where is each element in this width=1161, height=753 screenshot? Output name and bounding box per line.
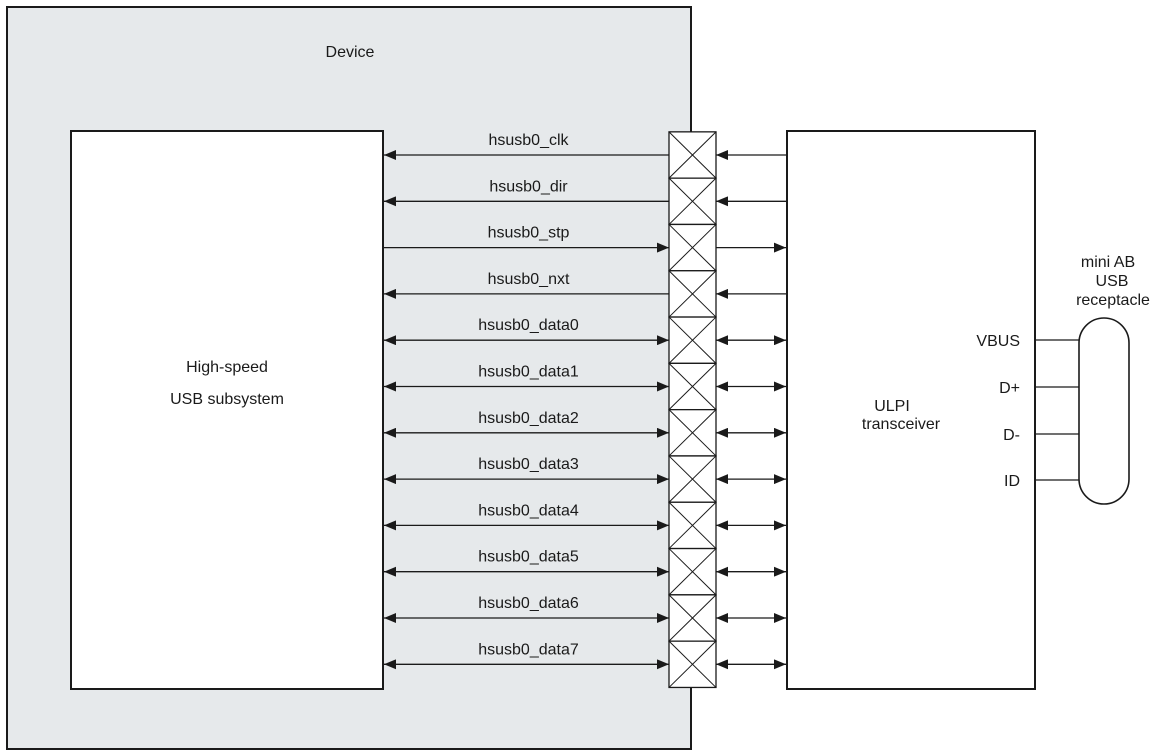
mini-ab-receptacle — [1078, 317, 1130, 505]
pad-cross — [668, 131, 717, 179]
usb-subsystem-box — [70, 130, 384, 690]
pad-cross — [668, 409, 717, 457]
signal-label: hsusb0_clk — [488, 132, 569, 149]
signal-label: hsusb0_nxt — [488, 271, 570, 288]
signal-label: hsusb0_dir — [489, 178, 568, 195]
pad-cross — [668, 362, 717, 411]
pin-label-dplus: D+ — [999, 380, 1020, 397]
signal-label: hsusb0_data3 — [478, 456, 579, 473]
signal-label: hsusb0_data6 — [478, 595, 579, 612]
signal-label: hsusb0_data5 — [478, 549, 579, 566]
receptacle-label-line1: mini AB — [1081, 254, 1135, 271]
ulpi-transceiver-box — [786, 130, 1036, 690]
signal-label: hsusb0_data7 — [478, 641, 579, 658]
usb-subsystem-label-line1: High-speed — [186, 359, 268, 376]
receptacle-label-line2: USB — [1096, 273, 1129, 290]
signal-label: hsusb0_data0 — [478, 317, 579, 334]
pin-label-id: ID — [1004, 473, 1020, 490]
signal-label: hsusb0_data2 — [478, 410, 579, 427]
pad-cross — [668, 594, 717, 642]
pin-label-vbus: VBUS — [976, 333, 1020, 350]
pad-cross — [668, 270, 717, 318]
ulpi-transceiver-label-line1: ULPI — [874, 398, 910, 415]
ulpi-transceiver-label-line2: transceiver — [862, 416, 941, 433]
signal-label: hsusb0_data4 — [478, 502, 579, 519]
pad-cross — [668, 316, 717, 364]
usb-subsystem-label-line2: USB subsystem — [170, 391, 284, 408]
pin-label-dminus: D- — [1003, 427, 1020, 444]
pad-cross — [668, 501, 717, 549]
device-label: Device — [326, 44, 375, 61]
signal-label: hsusb0_stp — [488, 225, 570, 242]
pad-cross — [668, 455, 717, 503]
pad-cross — [668, 177, 717, 225]
pad-cross — [668, 548, 717, 596]
pad-cross — [668, 640, 717, 688]
signal-label: hsusb0_data1 — [478, 364, 579, 381]
receptacle-label-line3: receptacle — [1076, 292, 1150, 309]
pad-cross — [668, 224, 717, 272]
signal-rows: hsusb0_clk hsusb0_dir hsusb0_stp hsusb0_nxt… — [384, 131, 786, 689]
